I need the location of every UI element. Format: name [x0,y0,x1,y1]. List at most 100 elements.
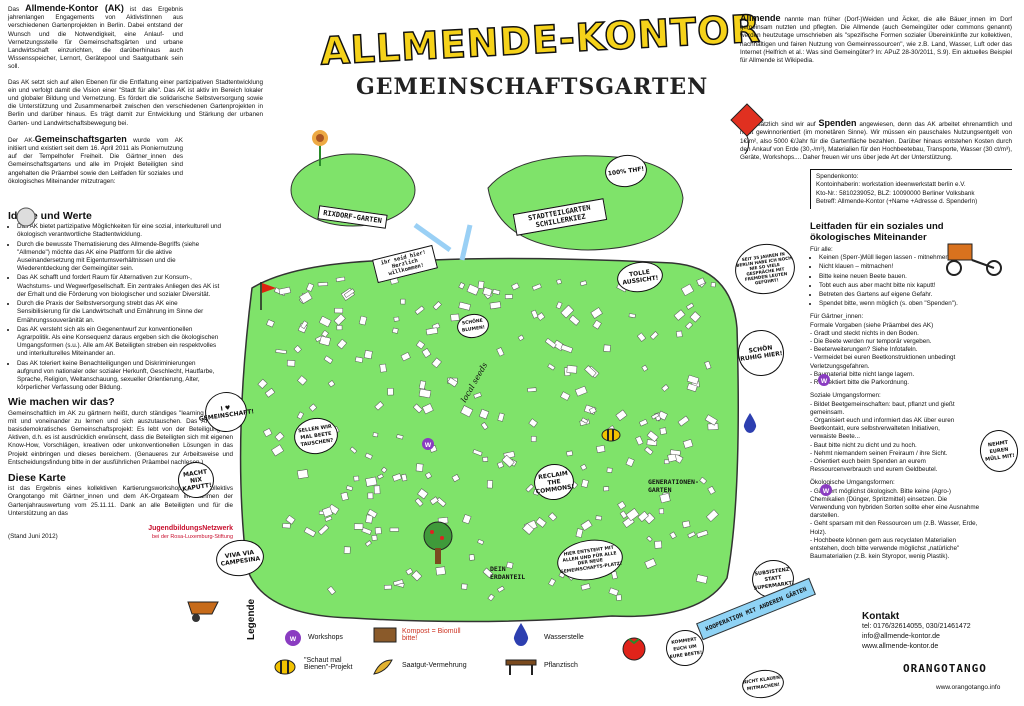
ideale-item: Durch die Praxis der Selbstversorgung st… [17,300,222,325]
garden-bed [707,485,716,495]
kontakt-website[interactable]: www.allmende-kontor.de [862,643,939,650]
garden-bed [319,335,331,347]
ideale-item: Das AK schafft und fordert Raum für Alte… [17,274,222,299]
garden-bed [300,320,309,329]
garden-bed [285,514,296,525]
legend-workshop-icon: w [285,630,301,646]
karte-paragraph: ist das Ergebnis eines kollektiven Karti… [8,485,233,517]
garden-bed [461,583,468,590]
garden-bed [354,356,364,363]
garden-bed [661,384,670,392]
garden-bed [367,492,374,500]
garden-bed [358,315,368,326]
cloud-person-icon [16,207,36,227]
garden-bed [317,282,328,287]
garden-bed [636,332,647,342]
legend-saatgut: Saatgut-Vermehrung [402,662,467,669]
red-flag-icon [260,282,276,310]
garden-bed [649,331,659,340]
garden-bed [297,469,309,479]
garden-bed [354,523,364,530]
garden-bed [333,313,346,326]
garden-bed [414,305,425,315]
garden-bed [595,515,602,521]
ideale-item: Das AK toleriert keine Benachteiligungen… [17,360,222,393]
garden-bed [584,365,597,378]
garden-bed [365,476,378,487]
orangotango-url[interactable]: www.orangotango.info [936,684,1001,691]
garden-bed [353,475,360,482]
legend-seed-icon [373,659,393,675]
garden-bed [451,474,460,483]
garden-bed [336,325,343,331]
garden-bed [682,520,691,529]
garden-bed [695,574,708,584]
wheelbarrow-icon [187,601,219,622]
garden-bed [531,283,542,291]
garden-bed [497,412,505,422]
garden-bed [682,438,694,449]
leitfaden-body: Für alle: Keinen (Sperr-)Müll liegen las… [810,246,1012,561]
garden-bed [334,308,344,314]
garden-bed [299,291,313,304]
garden-bed [606,467,613,473]
stand-date: (Stand Juni 2012) [8,533,58,541]
connector-arrows [413,222,473,261]
allmende-paragraph: Allmende nannte man früher (Dorf-)Weiden… [740,13,1012,65]
garden-bed [271,444,284,457]
garden-bed [482,287,493,297]
garden-bed [548,512,558,522]
garden-bed [466,283,480,296]
ideale-list: Das AK bietet partizipative Möglichkeite… [8,223,222,392]
garden-bed [566,450,574,457]
garden-bed [389,527,399,532]
bee-icon [601,428,621,442]
garden-bed [429,496,439,505]
garden-bed [536,312,546,321]
garden-bed [387,388,394,396]
garden-bed [379,363,387,373]
legend-table-icon [505,659,537,675]
left-column: Das Allmende-Kontor (AK) ist das Ergebni… [8,4,270,541]
garden-bed [400,351,411,362]
garden-bed [592,319,602,330]
garden-bed [687,531,696,539]
garden-bed [581,479,589,488]
garden-bed [625,507,640,522]
ideale-heading: Ideale und Werte [8,210,92,223]
garden-map [239,257,739,623]
kontakt-email[interactable]: info@allmende-kontor.de [862,633,940,640]
garden-bed [418,388,432,399]
legend-compost-icon [373,627,397,643]
garden-bed [487,593,495,602]
garden-bed [644,558,657,569]
garden-bed [686,374,700,385]
garden-bed [590,307,603,319]
garden-bed [677,415,690,427]
garden-bed [275,349,287,354]
garden-bed [580,583,591,591]
garden-bed [560,344,574,354]
kontakt-heading: Kontakt [862,611,900,622]
garden-bed [489,301,502,310]
garden-bed [274,431,285,442]
garden-bed [297,375,308,386]
gaertner-list: Formale Vorgaben (siehe Präambel des AK)… [810,321,956,387]
garden-bed [555,301,563,310]
garden-bed [392,327,399,334]
garden-bed [580,519,593,531]
water-drop-icon [743,413,757,433]
garden-bed [596,445,606,453]
garden-bed [393,316,400,322]
karte-heading: Diese Karte [8,471,66,484]
garden-bed [522,522,535,535]
right-column: Allmende nannte man früher (Dorf-)Weiden… [740,14,1012,561]
garden-bed [528,418,538,428]
garden-bed [548,578,556,587]
garden-bed [393,579,404,586]
garden-bed [327,585,336,596]
garden-bed [323,355,334,364]
legend-title: Legende [246,598,257,640]
garden-bed [340,491,349,501]
legend-bienen: "Schaut mal Bienen"-Projekt [304,657,353,671]
